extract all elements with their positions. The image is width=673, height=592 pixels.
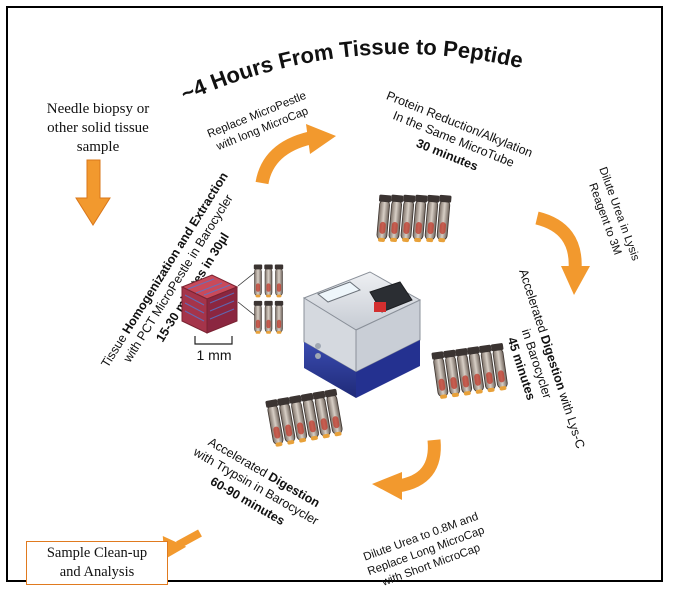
svg-text:other solid tissue: other solid tissue	[47, 120, 149, 136]
svg-text:sample: sample	[77, 139, 120, 155]
tube-group-top	[374, 193, 453, 244]
step-homogenization-text: Tissue Homogenization and Extraction wit…	[98, 170, 235, 370]
barocycler-instrument	[302, 271, 422, 398]
tube-group-right	[430, 342, 510, 400]
arrow-intro-down	[75, 159, 111, 226]
cleanup-box: Sample Clean-up and Analysis	[26, 541, 168, 585]
svg-text:Needle biopsy or: Needle biopsy or	[47, 101, 149, 117]
figure-frame	[6, 6, 663, 582]
step-trypsin-text: Accelerated Digestion with Trypsin in Ba…	[190, 435, 322, 528]
scale-bar	[194, 336, 233, 345]
arrow-curve-top	[255, 124, 336, 185]
svg-text:Accelerated Digestion with Lys: Accelerated Digestion with Lys-C	[516, 267, 587, 450]
scale-bar-label: 1 mm	[197, 347, 232, 363]
arrow-to-cleanup	[162, 529, 202, 560]
intro-text: Needle biopsy or other solid tissue samp…	[47, 101, 149, 155]
diagram-title: ~4 Hours From Tissue to Peptides	[0, 0, 525, 107]
step-dilute-3m-text: Dilute Urea in Lysis Reagent to 3M	[586, 166, 641, 263]
step-dilute-08-text: Dilute Urea to 0.8M and Replace Long Mic…	[362, 511, 486, 589]
tube-group-bottom	[264, 388, 345, 448]
tube-group-small	[253, 264, 284, 335]
tissue-sample-image: 1 mm	[180, 264, 284, 363]
step-reduction-text: Protein Reduction/Alkylation In the Same…	[384, 89, 534, 174]
cleanup-line1: Sample Clean-up	[46, 545, 148, 561]
arrow-curve-right	[535, 211, 590, 295]
cleanup-line2: and Analysis	[59, 564, 135, 580]
arrow-curve-bottom	[372, 439, 441, 500]
